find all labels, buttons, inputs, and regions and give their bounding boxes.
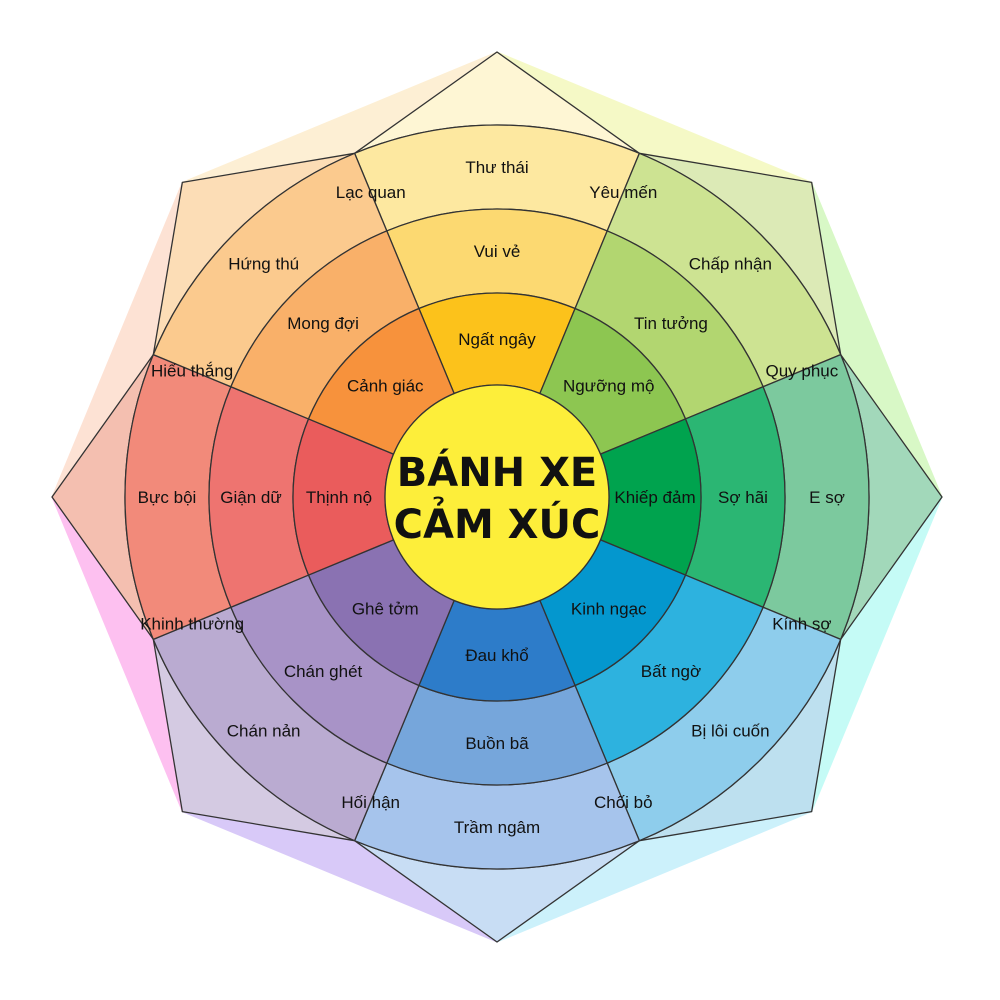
petal-3 [599, 353, 943, 641]
petal-1 [353, 51, 641, 395]
petal-label: Ngất ngây [458, 330, 536, 349]
petal-label: Sợ hãi [718, 488, 768, 507]
wheel-center: BÁNH XE CẢM XÚC [384, 384, 610, 610]
gap-label: Kính sợ [772, 614, 831, 633]
gap-label: Lạc quan [336, 183, 406, 202]
petal-label: Cảnh giác [347, 376, 424, 395]
petal-label: Thư thái [465, 158, 528, 177]
petal-7 [51, 353, 395, 641]
petal-label: Buồn bã [465, 734, 529, 753]
petal-2 [539, 152, 842, 455]
petal-label: Chán nản [227, 721, 301, 740]
petal-label: Hứng thú [228, 255, 299, 274]
petal-label: E sợ [809, 488, 845, 507]
gap-label: Yêu mến [589, 183, 657, 202]
gap-label: Chối bỏ [594, 793, 653, 812]
petal-label: Chấp nhận [689, 255, 772, 274]
petal-label: Trầm ngâm [454, 818, 540, 837]
petal-label: Tin tưởng [634, 314, 708, 333]
petal-label: Bị lôi cuốn [691, 721, 769, 740]
center-circle [384, 384, 610, 610]
gap-label: Hiếu thắng [151, 362, 233, 381]
petal-label: Ngưỡng mộ [563, 376, 655, 395]
gap-label: Hối hận [341, 793, 400, 812]
petal-label: Giận dữ [220, 488, 281, 507]
petal-5 [353, 599, 641, 943]
petal-label: Ghê tởm [352, 600, 419, 619]
petal-label: Khiếp đảm [614, 488, 695, 507]
title-line-2: CẢM XÚC [394, 495, 601, 548]
petal-label: Bất ngờ [641, 662, 701, 681]
title-line-1: BÁNH XE [397, 448, 598, 496]
gap-label: Quy phục [765, 362, 838, 381]
petal-label: Kinh ngạc [571, 600, 647, 619]
petal-label: Đau khổ [465, 646, 528, 665]
petal-label: Thịnh nộ [306, 488, 372, 507]
petal-label: Mong đợi [287, 314, 359, 333]
petal-label: Chán ghét [284, 662, 363, 681]
petal-label: Vui vẻ [474, 242, 521, 261]
gap-label: Khinh thường [140, 614, 244, 633]
petal-label: Bực bội [138, 488, 197, 507]
